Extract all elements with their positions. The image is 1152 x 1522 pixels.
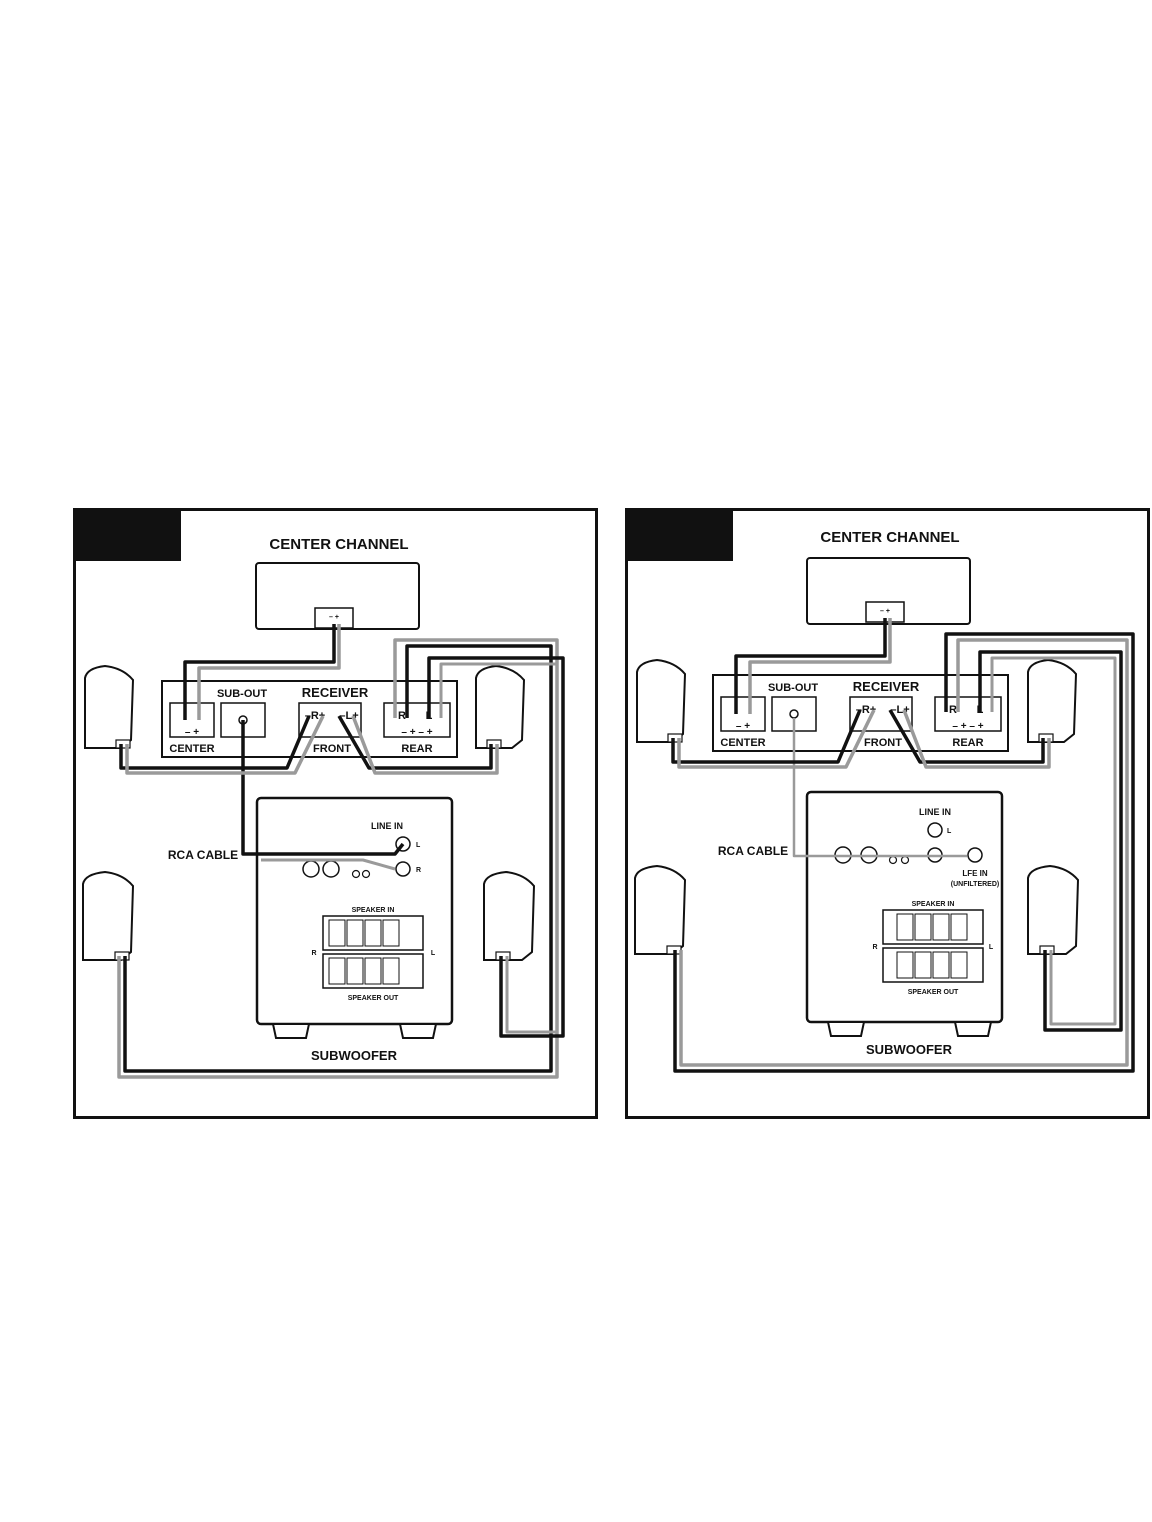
subwoofer [805,790,1004,1037]
line-in-label: LINE IN [919,807,951,817]
rca-cable-label: RCA CABLE [168,848,238,862]
speaker-in-label: SPEAKER IN [912,901,955,908]
center-polarity: – + [736,721,750,732]
receiver-label: RECEIVER [853,679,920,694]
rear-polarity: – + – + [401,727,432,738]
side-r-label: R [311,950,316,957]
line-in-label: LINE IN [371,821,403,831]
speaker-in-label: SPEAKER IN [352,907,395,914]
front-terminal-box [298,702,362,738]
rear-polarity: – + – + [952,721,983,732]
front-left-speaker [84,664,135,749]
rear-right-speaker [1027,864,1080,955]
line-in-r-label: R [416,867,421,874]
subwoofer-label: SUBWOOFER [311,1048,398,1063]
speaker-out-label: SPEAKER OUT [348,995,399,1002]
step-tab [74,509,181,561]
subwoofer [255,796,454,1039]
rca-cable-label: RCA CABLE [718,844,788,858]
rear-r-label: R [949,704,957,716]
speaker-out-label: SPEAKER OUT [908,989,959,996]
front-label: FRONT [864,737,902,749]
center-channel-title: CENTER CHANNEL [820,529,959,546]
diagram-panel-a: CENTER CHANNEL – + RECEIVER SUB-OUT – + … [73,508,598,1119]
rear-r-label: R [398,710,406,722]
center-label: CENTER [169,743,214,755]
front-terminal-box [849,696,913,732]
rear-left-speaker [82,870,135,961]
center-channel-title: CENTER CHANNEL [269,536,408,553]
subwoofer-label: SUBWOOFER [866,1042,953,1057]
side-r-label: R [872,944,877,951]
side-l-label: L [431,950,436,957]
side-l-label: L [989,944,994,951]
front-right-speaker [475,664,526,749]
front-left-speaker [636,658,687,743]
step-tab [626,509,733,561]
receiver-label: RECEIVER [302,685,369,700]
sub-out-jack [789,709,799,719]
front-label: FRONT [313,743,351,755]
front-right-speaker [1027,658,1078,743]
sub-out-label: SUB-OUT [217,688,267,700]
wiring-diagram-b: CENTER CHANNEL – + RECEIVER SUB-OUT – + … [625,508,1150,1119]
center-speaker-polarity: – + [880,608,890,615]
rear-right-speaker [483,870,536,961]
line-in-l-label: L [416,842,421,849]
center-label: CENTER [720,737,765,749]
wiring-diagram-a: CENTER CHANNEL – + RECEIVER SUB-OUT – + … [73,508,598,1119]
rear-label: REAR [401,743,432,755]
center-terminal-box [720,696,766,732]
lfe-in-label: LFE IN [962,869,988,878]
center-polarity: – + [185,727,199,738]
line-in-l-label: L [947,828,952,835]
rear-label: REAR [952,737,983,749]
center-terminal-box [169,702,215,738]
diagram-panel-b: CENTER CHANNEL – + RECEIVER SUB-OUT – + … [625,508,1150,1119]
sub-out-label: SUB-OUT [768,682,818,694]
unfiltered-label: (UNFILTERED) [951,881,999,888]
rear-left-speaker [634,864,687,955]
speaker-wires [671,618,1135,1073]
speaker-wires [117,624,565,1079]
center-speaker-polarity: – + [329,614,339,621]
